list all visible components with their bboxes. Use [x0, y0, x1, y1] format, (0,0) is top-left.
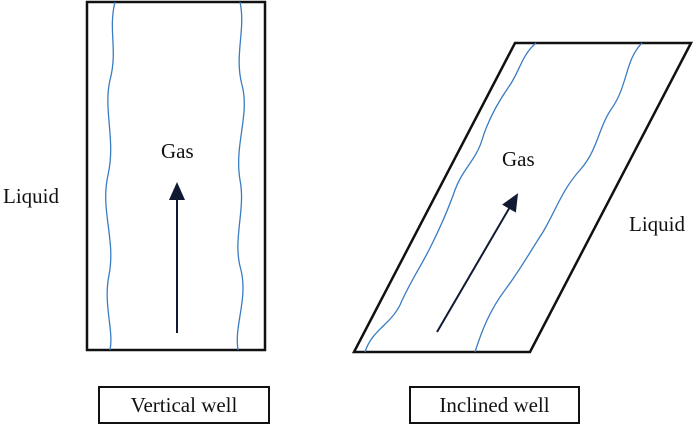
liquid-label-right: Liquid — [629, 212, 685, 236]
vertical-left-interface — [105, 1, 116, 351]
inclined-well-caption: Inclined well — [409, 386, 580, 424]
vertical-well-outline — [85, 0, 267, 352]
inclined-left-interface — [364, 42, 537, 353]
inclined-well-outline — [351, 41, 694, 354]
vertical-well-caption-text: Vertical well — [130, 392, 238, 417]
inclined-well-caption-text: Inclined well — [439, 392, 550, 417]
inclined-gas-arrow — [436, 193, 519, 333]
vertical-well-caption: Vertical well — [98, 386, 270, 424]
liquid-label-left: Liquid — [3, 184, 59, 208]
inclined-right-interface — [474, 42, 643, 353]
gas-label-inclined: Gas — [502, 147, 535, 171]
gas-label-vertical: Gas — [161, 139, 194, 163]
vertical-right-interface — [236, 1, 245, 351]
vertical-well: Gas — [85, 0, 267, 352]
inclined-well: Gas — [351, 41, 694, 354]
